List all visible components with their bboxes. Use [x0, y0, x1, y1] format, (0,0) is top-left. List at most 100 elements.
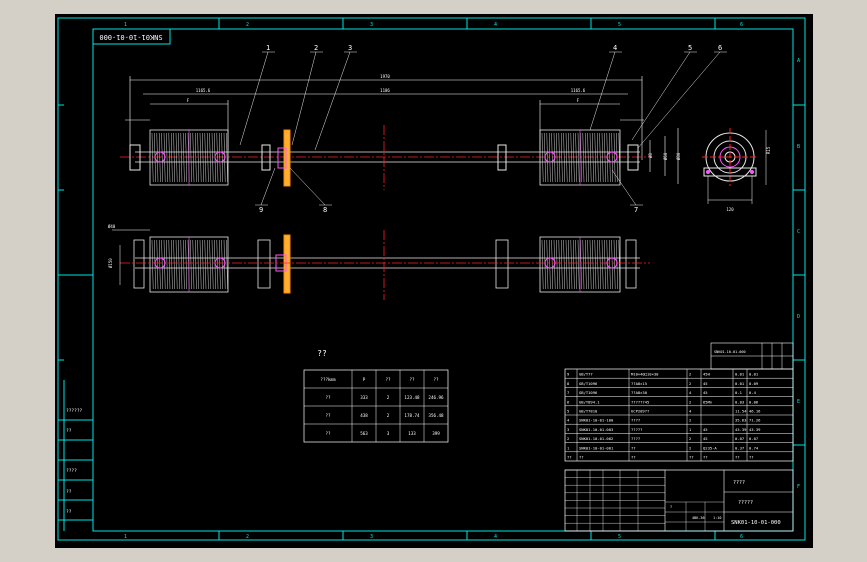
bom-cell: 0.01	[735, 381, 745, 386]
bom-cell: 71.26	[749, 418, 761, 423]
wire-table-cell: ??	[385, 377, 391, 382]
dim-right-a: 1165.6	[571, 88, 586, 93]
mini-block-code: SNK01-10-01-000	[714, 350, 746, 354]
wire-table-cell: P	[363, 377, 366, 382]
front-view-assembly[interactable]: 1970 1186 1165.6 F 1165.6 F Ø8 Ø60 Ø80	[120, 44, 727, 214]
bom-cell: 7	[567, 390, 569, 395]
key-hub	[277, 147, 287, 169]
wire-table-cell: 178.74	[404, 413, 420, 418]
side-label-3: ????	[66, 468, 77, 474]
drawing-area[interactable]	[55, 14, 813, 548]
wire-table-cell: 399	[432, 431, 440, 436]
right-drum[interactable]	[539, 129, 621, 186]
bom-cell: 4	[689, 409, 692, 414]
view2-dim-flange: Ø150	[108, 258, 113, 268]
dimension-lines	[125, 76, 679, 184]
zone-letter-3: C	[797, 229, 800, 235]
zone-labels: 1 2 3 4 5 6 1 2 3 4 5 6 A B C D E F	[124, 22, 800, 540]
bom-cell: 2	[689, 381, 691, 386]
wire-table-cell: 563	[360, 431, 368, 436]
bom-cell: 65Mn	[703, 399, 712, 404]
left-drum[interactable]	[149, 129, 229, 186]
wire-table-cell: 133	[408, 431, 416, 436]
bom-cell: ??	[735, 455, 740, 460]
top-view-assembly[interactable]: Ø40 Ø150	[108, 224, 650, 300]
zone-number-top-2: 2	[246, 22, 249, 28]
bom-cell: ??	[703, 455, 708, 460]
title-block: ???? ????? SNK01-10-01-000 ? 4BK.36 1:10	[564, 469, 794, 532]
rotated-code-box	[92, 28, 171, 45]
dim-left-b: F	[187, 98, 190, 103]
bom-cell: Q235-A	[703, 445, 717, 450]
bom-cell: 1	[567, 445, 570, 450]
bom-cell: SNK01-10-01-003	[579, 427, 613, 432]
zone-number-top-6: 6	[740, 22, 743, 28]
title-code: SNK01-10-01-000	[731, 520, 781, 526]
bom-cell: M10×40□10×30	[631, 372, 659, 377]
bom-cell: 0.4	[749, 390, 757, 395]
side-view[interactable]: 120 R15	[702, 128, 771, 212]
side-label-2: ??	[66, 428, 72, 434]
bom-cell: 0.07	[735, 436, 744, 441]
bom-cell: 3	[567, 427, 569, 432]
rotated-drawing-code: SNK01-10-01-000	[99, 33, 162, 41]
side-dim-width: 120	[726, 207, 734, 212]
wire-table-cell: 438	[360, 413, 368, 418]
bom-cell: 45	[703, 381, 708, 386]
bom-cell: ??????45	[631, 399, 649, 404]
bom-cell: 2	[567, 436, 569, 441]
bom-cell: 0.09	[749, 381, 759, 386]
dim-right-b: F	[577, 98, 580, 103]
bom-cell: 1	[689, 427, 692, 432]
zone-number-top-3: 3	[370, 22, 373, 28]
dim-h1: Ø60	[663, 152, 668, 160]
title-name-top: ????	[733, 480, 745, 486]
wire-table-cell: 246.96	[428, 395, 444, 400]
coupling-2[interactable]	[283, 234, 291, 294]
coupling[interactable]	[283, 129, 291, 187]
balloon-7: 7	[634, 206, 638, 214]
zone-number-top-1: 1	[124, 22, 127, 28]
bom-cell: 0.07	[749, 436, 758, 441]
bom-cell: 0.06	[749, 399, 759, 404]
balloon-5: 5	[688, 44, 692, 52]
wire-table-cell: 3	[387, 431, 390, 436]
side-label-5: ??	[66, 509, 72, 515]
bom-cell: ??	[631, 455, 636, 460]
wire-table-cell: 123.48	[404, 395, 420, 400]
bom-cell: 2	[689, 436, 691, 441]
zone-number-top-4: 4	[494, 22, 497, 28]
zone-letter-2: B	[797, 144, 800, 150]
zone-number-bottom-4: 4	[494, 534, 497, 540]
bom-cell: 0.1	[735, 390, 743, 395]
bom-cell: 46.16	[749, 409, 761, 414]
bom-cell: GB/T1096	[579, 390, 598, 395]
zone-number-bottom-3: 3	[370, 534, 373, 540]
zone-letter-6: F	[797, 484, 800, 490]
drawing-frame	[57, 17, 806, 541]
side-dim-height: R15	[766, 146, 771, 154]
bom-cell: ????	[631, 418, 640, 423]
balloon-3: 3	[348, 44, 352, 52]
zone-number-bottom-6: 6	[740, 534, 743, 540]
wire-table-cell: ??	[409, 377, 415, 382]
balloon-4: 4	[613, 44, 617, 52]
bom-cell: 35.63	[735, 418, 746, 423]
bom-cell: 45H	[703, 372, 711, 377]
wire-table-cell: 356.48	[428, 413, 444, 418]
bom-cell: 0.37	[735, 445, 744, 450]
title-mass: 4BK.36	[692, 516, 705, 520]
bearings[interactable]	[129, 144, 639, 171]
dim-left-a: 1165.6	[196, 88, 211, 93]
bom-cell: GB/T77	[579, 372, 593, 377]
bom-cell: ??A8×30	[631, 390, 648, 395]
bom-cell: ??	[749, 455, 754, 460]
balloon-1: 1	[266, 44, 270, 52]
bom-cell: GB/T7810	[579, 409, 598, 414]
zone-number-bottom-1: 1	[124, 534, 127, 540]
bom-cell: 2	[689, 372, 691, 377]
wire-table-cell: ??	[325, 431, 331, 436]
bom-cell: 4	[689, 390, 692, 395]
